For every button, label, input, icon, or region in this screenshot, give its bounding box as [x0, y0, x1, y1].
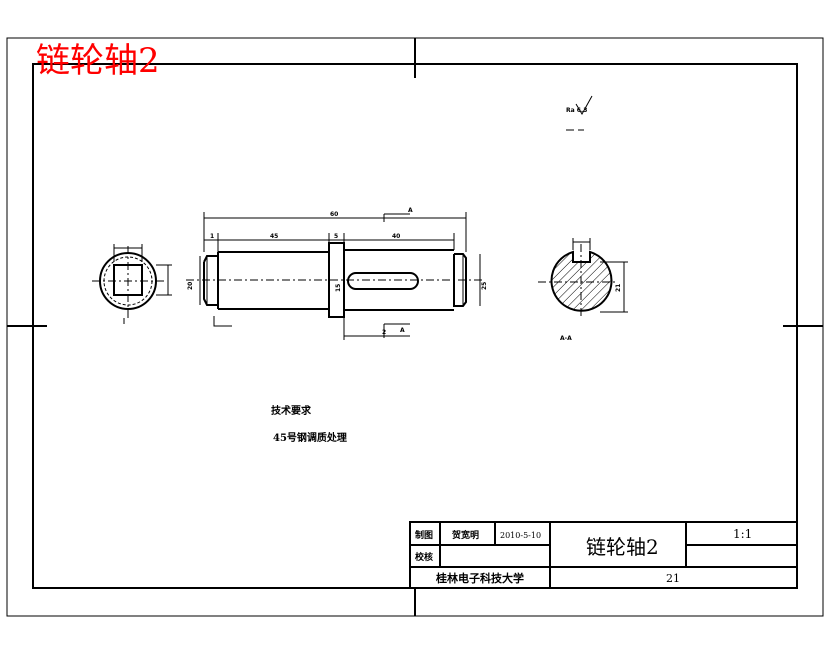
svg-text:A: A	[400, 327, 405, 334]
check-label: 校核	[415, 551, 433, 563]
inner-frame	[32, 63, 798, 589]
school-name: 桂林电子科技大学	[435, 571, 524, 585]
outer-border	[6, 37, 824, 617]
svg-text:21: 21	[615, 284, 622, 292]
svg-text:25: 25	[481, 282, 488, 290]
drawn-label: 制图	[415, 529, 433, 541]
section-view: 21 A-A	[538, 238, 628, 342]
shaft-main-view: 60 45 5 40 1 A 20 25 15 2 A	[186, 207, 488, 340]
title-block: 制图 贺宽明 2010-5-10 校核 链轮轴2 1:1 桂林电子科技大学 21	[409, 521, 798, 589]
roughness-symbol: Ra 6.3	[566, 95, 593, 131]
svg-text:45: 45	[270, 233, 278, 240]
centering-marks	[7, 38, 823, 616]
svg-text:15: 15	[335, 284, 342, 292]
svg-text:60: 60	[330, 211, 338, 218]
big-title: 链轮轴2	[36, 41, 160, 81]
drawing-number: 21	[666, 572, 680, 585]
tech-note: 45号钢调质处理	[273, 431, 347, 444]
part-name: 链轮轴2	[586, 535, 659, 559]
svg-text:20: 20	[187, 282, 194, 290]
drawn-date: 2010-5-10	[500, 531, 541, 540]
scale: 1:1	[733, 527, 752, 541]
svg-text:1: 1	[210, 233, 214, 240]
section-label: A-A	[560, 335, 572, 342]
svg-text:5: 5	[334, 233, 338, 240]
svg-text:A: A	[408, 207, 413, 214]
svg-text:40: 40	[392, 233, 400, 240]
left-end-view	[92, 244, 172, 324]
tech-heading: 技术要求	[271, 404, 312, 417]
roughness-note: Ra 6.3	[566, 107, 587, 114]
drawn-by: 贺宽明	[451, 529, 479, 541]
